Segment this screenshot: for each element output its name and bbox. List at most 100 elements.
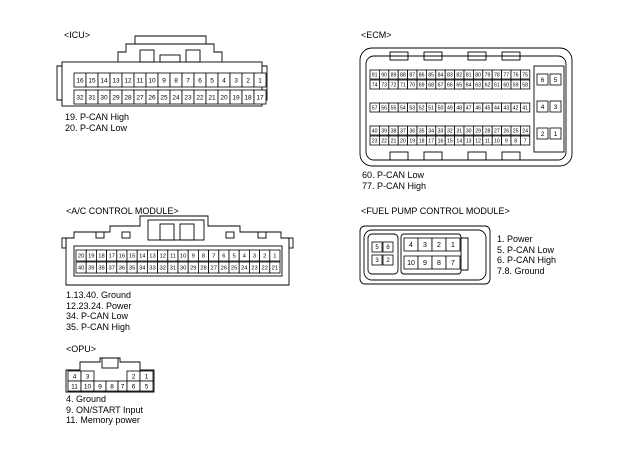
opu-pin-label: 1: [145, 373, 149, 380]
opu-pin-label: 11: [71, 383, 78, 390]
ecm-pin-label: 27: [494, 128, 500, 134]
ecm-pin-label: 71: [400, 82, 406, 88]
ecm-pin-label: 31: [456, 128, 462, 134]
fuel-small-pin-label: 2: [386, 258, 390, 264]
ecm-pin-label: 90: [381, 72, 387, 78]
ac-pin-label: 2: [263, 254, 266, 260]
ecm-pin-label: 81: [466, 72, 472, 78]
icu-pin-label: 8: [174, 77, 178, 84]
icu-pin-label: 10: [148, 77, 156, 84]
ecm-pin-label: 37: [400, 128, 406, 134]
icu-pin-label: 9: [162, 77, 166, 84]
fuel-small-pin: [382, 241, 394, 253]
ecm-pin-label: 82: [456, 72, 462, 78]
fuel-latch: [461, 237, 469, 271]
opu-note: 9. ON/START Input: [66, 404, 144, 415]
ecm-pin-label: 68: [428, 82, 434, 88]
icu-pin-label: 13: [112, 77, 120, 84]
ac-pin-label: 16: [119, 254, 125, 260]
ecm-pin-label: 65: [456, 82, 462, 88]
opu-housing: [65, 357, 155, 393]
ecm-pin: [520, 135, 531, 146]
ac-pin-label: 18: [98, 254, 104, 260]
ac-pin-label: 22: [261, 266, 267, 272]
ecm-pin-label: 45: [485, 105, 491, 111]
icu-pin-label: 21: [208, 94, 216, 101]
ac-pin-label: 8: [202, 254, 205, 260]
icu-notes: 19. P-CAN High 20. P-CAN Low: [65, 112, 129, 133]
ac-pin-label: 5: [232, 254, 235, 260]
icu-pin-label: 30: [100, 94, 108, 101]
ecm-pin-label: 21: [391, 138, 397, 144]
ecm-side-pin-label: 5: [554, 77, 558, 84]
fuel-note: 6. P-CAN High: [497, 255, 557, 265]
ecm-pin-label: 18: [419, 138, 425, 144]
ac-pin-label: 13: [149, 254, 155, 260]
ecm-pin-label: 9: [505, 138, 508, 144]
ecm-pin-label: 87: [409, 72, 415, 78]
fuel-housing: [359, 225, 491, 285]
ecm-pin-label: 52: [419, 105, 425, 111]
ecm-side-pin: [549, 127, 562, 140]
ac-pin-label: 35: [129, 266, 135, 272]
opu-pin-label: 6: [132, 383, 136, 390]
ecm-side-pin-label: 1: [554, 131, 558, 138]
ecm-pin-label: 61: [494, 82, 500, 88]
ecm-pin-label: 14: [456, 138, 462, 144]
ac-pin-label: 25: [231, 266, 237, 272]
ecm-pin-label: 79: [485, 72, 491, 78]
fuel-inner-frame: [363, 229, 487, 281]
ecm-pin-label: 24: [522, 128, 528, 134]
ecm-note: 60. P-CAN Low: [362, 170, 425, 180]
ac-pin-label: 39: [88, 266, 94, 272]
ecm-pin-label: 43: [503, 105, 509, 111]
fuel-small-pin: [382, 254, 394, 266]
icu-note: 19. P-CAN High: [65, 112, 130, 122]
ecm-pin-label: 80: [475, 72, 481, 78]
opu-pin-label: 7: [121, 383, 125, 390]
icu-pin-label: 4: [222, 77, 226, 84]
ecm-pin-label: 91: [372, 72, 378, 78]
fuel-pin: [445, 237, 461, 252]
ac-pin-label: 40: [78, 266, 84, 272]
ac-note: 12.23.24. Power: [66, 300, 132, 311]
ac-pin-label: 14: [139, 254, 146, 260]
icu-pin-label: 6: [198, 77, 202, 84]
ecm-pin-label: 30: [466, 128, 472, 134]
icu-pin-label: 19: [232, 94, 240, 101]
ac-pin-label: 31: [170, 266, 176, 272]
ecm-pin-label: 69: [419, 82, 425, 88]
icu-pin-label: 24: [172, 94, 180, 101]
ecm-pin-label: 78: [494, 72, 500, 78]
ecm-pin-label: 53: [409, 105, 415, 111]
ac-note: 34. P-CAN Low: [66, 311, 129, 321]
ecm-pin-label: 41: [522, 105, 528, 111]
ecm-pin: [520, 102, 531, 113]
ecm-pin-label: 20: [400, 138, 406, 144]
opu-pin: [139, 380, 154, 392]
ecm-side-pin: [536, 73, 549, 86]
ac-pin: [269, 261, 281, 274]
ac-pin-label: 29: [190, 266, 196, 272]
icu-pin: [253, 89, 267, 105]
ecm-pin-label: 72: [391, 82, 397, 88]
ecm-pin-label: 57: [372, 105, 378, 111]
ecm-pin-label: 76: [513, 72, 519, 78]
ecm-key-slot: [501, 51, 521, 61]
ac-pin-label: 32: [159, 266, 165, 272]
ac-pin-label: 9: [192, 254, 195, 260]
icu-note: 20. P-CAN Low: [65, 122, 128, 133]
ecm-side-pin: [549, 73, 562, 86]
ecm-key-slot: [389, 151, 409, 161]
icu-latch-slot: [185, 49, 201, 63]
icu-pin-label: 2: [246, 77, 250, 84]
icu-pin-label: 20: [220, 94, 228, 101]
fuel-pin-label: 3: [423, 242, 427, 249]
ecm-side-pin: [536, 100, 549, 113]
ecm-key-slot: [423, 51, 443, 61]
opu-title: <OPU>: [66, 344, 97, 354]
ac-pin-label: 30: [180, 266, 186, 272]
icu-pin-label: 17: [256, 94, 264, 101]
ac-lock-tab: [225, 231, 235, 239]
ac-pin-label: 33: [149, 266, 155, 272]
